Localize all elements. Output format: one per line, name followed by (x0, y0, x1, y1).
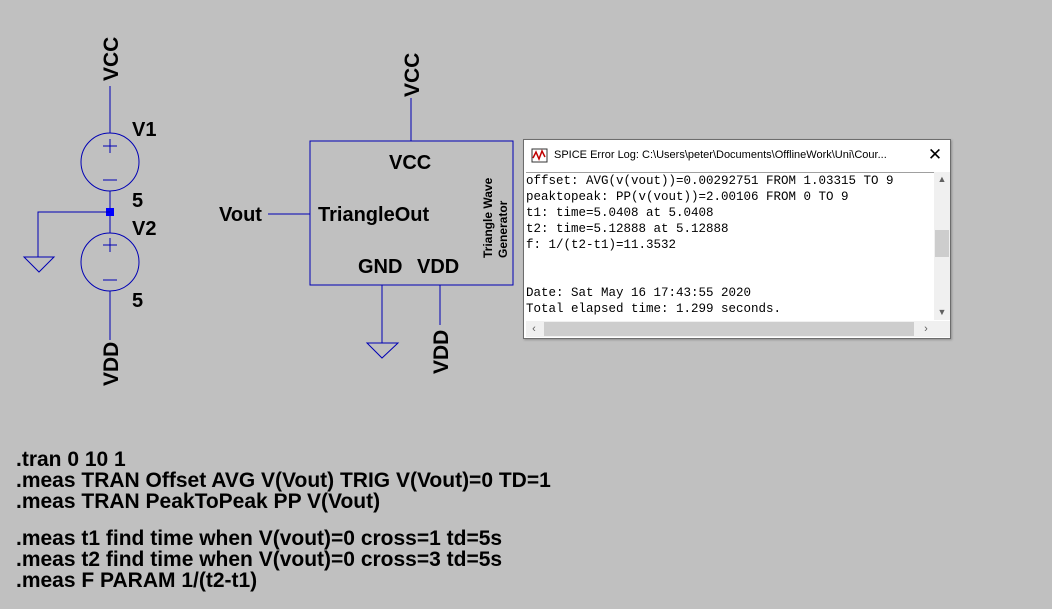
ground-symbol-left (22, 256, 56, 273)
spice-error-log-window[interactable]: SPICE Error Log: C:\Users\peter\Document… (523, 139, 951, 339)
directive-meas-offset[interactable]: .meas TRAN Offset AVG V(Vout) TRIG V(Vou… (16, 469, 551, 492)
directive-meas-t1[interactable]: .meas t1 find time when V(vout)=0 cross=… (16, 527, 503, 550)
error-log-titlebar[interactable]: SPICE Error Log: C:\Users\peter\Document… (524, 140, 950, 172)
vertical-scrollbar[interactable]: ▲ ▼ (934, 172, 950, 320)
log-line: offset: AVG(v(vout))=0.00292751 FROM 1.0… (526, 174, 894, 188)
scroll-up-icon[interactable]: ▲ (937, 174, 947, 184)
horizontal-scrollbar[interactable]: ‹ › (526, 321, 934, 337)
log-line (526, 253, 934, 269)
block-title-line1: Triangle Wave (481, 177, 495, 258)
directive-meas-peaktopeak[interactable]: .meas TRAN PeakToPeak PP V(Vout) (16, 490, 381, 513)
directive-meas-t2[interactable]: .meas t2 find time when V(vout)=0 cross=… (16, 548, 503, 571)
v1-value-label: 5 (132, 190, 143, 212)
log-line: peaktopeak: PP(v(vout))=2.00106 FROM 0 T… (526, 190, 849, 204)
directive-meas-f[interactable]: .meas F PARAM 1/(t2-t1) (16, 569, 258, 592)
horizontal-scroll-thumb[interactable] (544, 322, 914, 336)
block-pin-triangleout: TriangleOut (318, 204, 429, 226)
net-label-vdd-left: VDD (100, 342, 123, 386)
scroll-down-icon[interactable]: ▼ (937, 307, 947, 317)
block-title-line2: Generator (496, 200, 510, 258)
net-label-vdd-block: VDD (430, 330, 453, 374)
voltage-source-v1[interactable] (80, 132, 140, 192)
ltspice-icon (531, 148, 548, 163)
net-label-vcc-block: VCC (401, 53, 424, 97)
scrollbar-corner (934, 321, 950, 337)
log-line: Date: Sat May 16 17:43:55 2020 (526, 286, 752, 300)
net-label-vout: Vout (219, 204, 262, 226)
log-line: t1: time=5.0408 at 5.0408 (526, 206, 714, 220)
error-log-content[interactable]: offset: AVG(v(vout))=0.00292751 FROM 1.0… (526, 172, 934, 321)
close-icon[interactable]: ✕ (927, 145, 943, 164)
log-line: Total elapsed time: 1.299 seconds. (526, 302, 782, 316)
v2-value-label: 5 (132, 290, 143, 312)
wire-ground-left (37, 211, 110, 257)
error-log-title: SPICE Error Log: C:\Users\peter\Document… (554, 149, 887, 161)
block-pin-vdd: VDD (417, 256, 459, 278)
v2-name-label: V2 (132, 218, 156, 240)
ground-symbol-block (365, 342, 400, 359)
block-pin-gnd: GND (358, 256, 402, 278)
voltage-source-v2[interactable] (80, 232, 140, 292)
net-label-vcc-top: VCC (100, 37, 123, 81)
log-line (526, 269, 934, 285)
v1-name-label: V1 (132, 119, 156, 141)
scroll-left-icon[interactable]: ‹ (532, 323, 536, 335)
scroll-right-icon[interactable]: › (924, 323, 928, 335)
block-pin-vcc: VCC (389, 152, 431, 174)
vertical-scroll-thumb[interactable] (935, 230, 949, 257)
log-line: f: 1/(t2-t1)=11.3532 (526, 238, 677, 252)
log-line: t2: time=5.12888 at 5.12888 (526, 222, 729, 236)
directive-tran[interactable]: .tran 0 10 1 (16, 448, 126, 471)
